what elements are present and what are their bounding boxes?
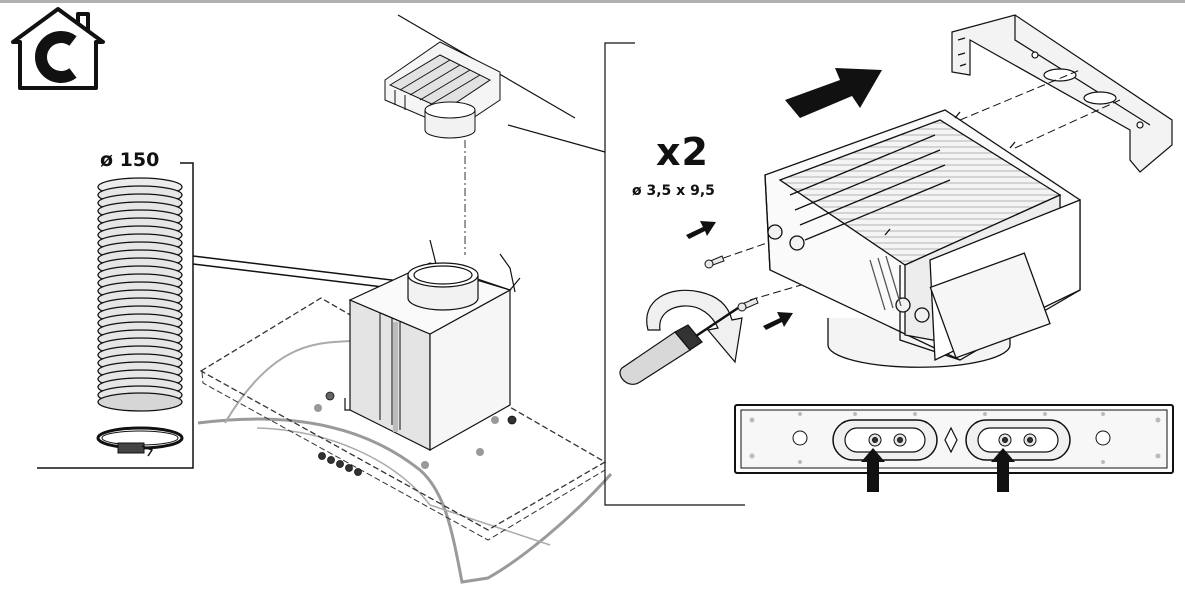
motor-unit-large (764, 109, 1081, 368)
plate-arrows (861, 448, 1015, 492)
house-c-icon (11, 7, 105, 90)
hood-outlet (407, 262, 479, 311)
callout-lines (397, 14, 745, 506)
screwdriver (619, 306, 739, 385)
wall-bracket (951, 14, 1173, 173)
motor-unit-small (384, 41, 501, 139)
screw-count-label: x2 (656, 130, 709, 174)
screws (704, 255, 759, 312)
flexible-duct (97, 177, 183, 412)
hood-controls (314, 391, 517, 476)
mounting-plate (734, 404, 1174, 474)
screw-size-label: ø 3,5 x 9,5 (632, 183, 715, 199)
duct-bracket-lines (37, 162, 409, 469)
small-arrows (686, 221, 793, 330)
duct-diameter-label: ø 150 (100, 149, 160, 171)
direction-arrow (785, 68, 882, 118)
rotation-arrow (646, 289, 743, 364)
top-border (0, 0, 1185, 3)
hose-clamp (96, 426, 184, 457)
